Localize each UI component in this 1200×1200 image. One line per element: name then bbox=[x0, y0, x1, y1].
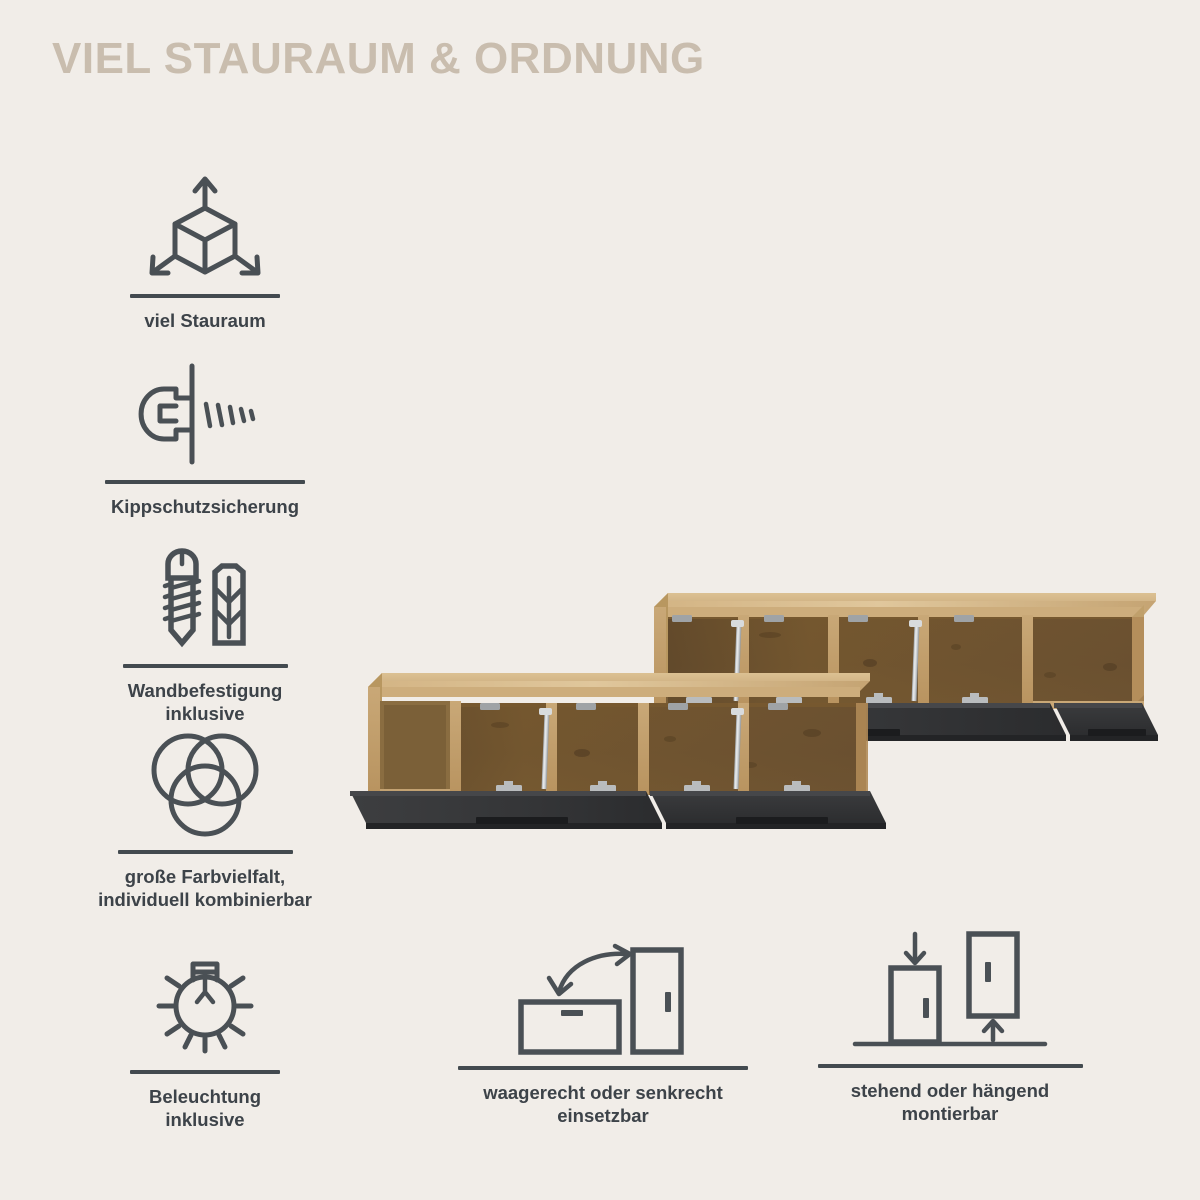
feature-stehend-haengend: stehend oder hängend montierbar bbox=[780, 928, 1120, 1125]
feature-label: viel Stauraum bbox=[144, 310, 266, 331]
feature-farbvielfalt: große Farbvielfalt, individuell kombinie… bbox=[30, 728, 380, 911]
screw-and-dowel-icon bbox=[143, 542, 267, 654]
lightbulb-icon bbox=[141, 950, 269, 1060]
feature-label: Wandbefestigung inklusive bbox=[127, 680, 283, 725]
feature-label: waagerecht oder senkrecht einsetzbar bbox=[483, 1082, 723, 1127]
standing-hanging-cabinet-icon bbox=[845, 928, 1055, 1054]
three-circles-icon bbox=[141, 728, 269, 840]
feature-divider bbox=[817, 1064, 1083, 1068]
cube-expand-icon bbox=[141, 172, 269, 284]
feature-label: Kippschutzsicherung bbox=[110, 496, 300, 517]
feature-divider bbox=[105, 480, 305, 484]
feature-divider bbox=[130, 1070, 280, 1074]
feature-beleuchtung: Beleuchtung inklusive bbox=[60, 950, 350, 1131]
feature-waagerecht-senkrecht: waagerecht oder senkrecht einsetzbar bbox=[418, 940, 788, 1127]
feature-kippschutzsicherung: Kippschutzsicherung bbox=[22, 358, 388, 518]
feature-viel-stauraum: viel Stauraum bbox=[60, 172, 350, 332]
product-image bbox=[350, 575, 1170, 845]
screw-in-wall-icon bbox=[130, 358, 280, 470]
feature-wandbefestigung: Wandbefestigung inklusive bbox=[55, 542, 355, 725]
feature-divider bbox=[122, 664, 288, 668]
feature-label: stehend oder hängend montierbar bbox=[850, 1080, 1050, 1125]
feature-divider bbox=[130, 294, 280, 298]
feature-label: Beleuchtung inklusive bbox=[148, 1086, 262, 1131]
horizontal-vertical-cabinet-icon bbox=[493, 940, 713, 1056]
feature-label: große Farbvielfalt, individuell kombinie… bbox=[98, 866, 312, 911]
feature-divider bbox=[458, 1066, 748, 1070]
page-title: VIEL STAURAUM & ORDNUNG bbox=[52, 34, 705, 83]
feature-divider bbox=[117, 850, 293, 854]
